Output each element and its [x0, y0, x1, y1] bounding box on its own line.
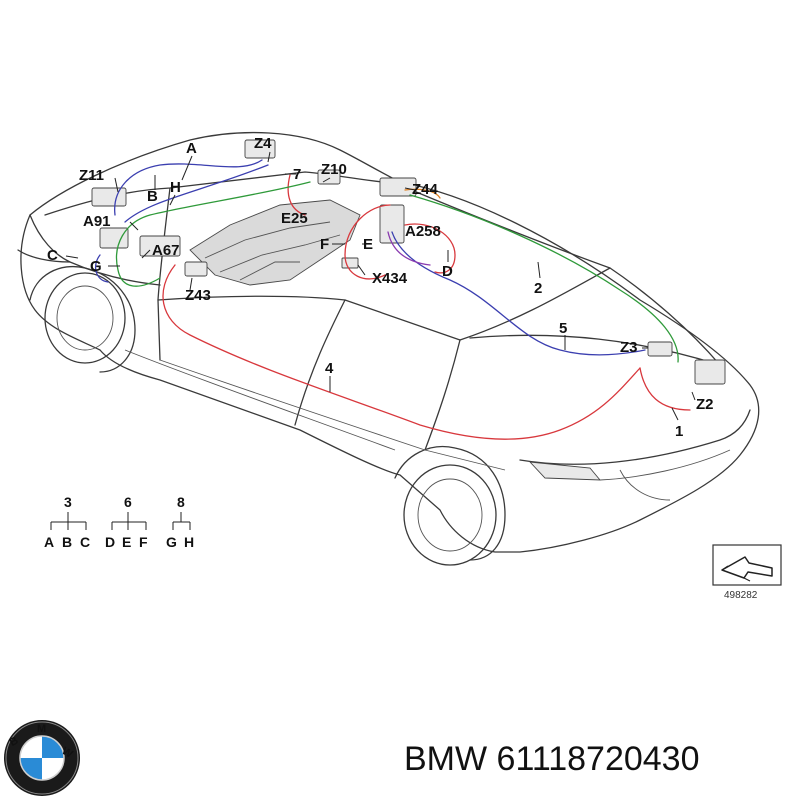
- leader-lines: [65, 151, 696, 421]
- legend-child: G: [166, 534, 177, 550]
- label-E25: E25: [281, 210, 308, 227]
- label-Z10: Z10: [321, 161, 347, 178]
- legend-child: A: [44, 534, 54, 550]
- legend-parent: 6: [124, 494, 132, 510]
- wire-blue-g: [94, 254, 109, 283]
- label-B: B: [147, 188, 158, 205]
- bmw-logo-icon: B M W: [4, 720, 80, 796]
- callout-labels: A B H Z4 7 Z10 Z11 E25 Z44 A91 A67 C G A…: [47, 135, 714, 440]
- label-7: 7: [293, 166, 301, 183]
- wire-blue-b: [124, 164, 269, 223]
- wire-green-h: [116, 181, 311, 287]
- legend-child: C: [80, 534, 90, 550]
- label-E: E: [363, 236, 373, 253]
- legend-child: E: [122, 534, 131, 550]
- label-Z2: Z2: [696, 396, 714, 413]
- wire-red-a258: [404, 223, 456, 274]
- wire-green-2: [409, 194, 679, 363]
- legend-parent: 3: [64, 494, 72, 510]
- legend-group-3: 3 A B C: [44, 494, 90, 550]
- legend-child: H: [184, 534, 194, 550]
- label-Z11: Z11: [79, 167, 104, 184]
- label-F: F: [320, 236, 329, 253]
- wire-purple-d: [387, 231, 431, 266]
- label-1: 1: [675, 423, 683, 440]
- legend-child: D: [105, 534, 115, 550]
- legend-group-6: 6 D E F: [105, 494, 148, 550]
- wire-red-e25: [287, 174, 306, 216]
- label-G: G: [90, 258, 102, 275]
- wire-red-x434: [344, 204, 391, 280]
- caption-part-number: 61118720430: [496, 740, 700, 778]
- label-Z44: Z44: [412, 181, 439, 198]
- label-2: 2: [534, 280, 542, 297]
- view-arrow-icon: [721, 556, 773, 579]
- label-A: A: [186, 140, 197, 157]
- reference-number: 498282: [724, 590, 758, 601]
- label-5: 5: [559, 320, 567, 337]
- car-outline: [17, 131, 760, 566]
- legend-parent: 8: [177, 494, 185, 510]
- legend-child: F: [139, 534, 148, 550]
- label-H: H: [170, 179, 181, 196]
- caption-brand: BMW: [404, 740, 488, 778]
- wire-blue-a: [114, 159, 263, 216]
- legend: 3 A B C 6 D E F 8 G H: [44, 494, 194, 550]
- legend-group-8: 8 G H: [166, 494, 194, 550]
- wire-harnesses: [94, 159, 691, 440]
- label-Z4: Z4: [254, 135, 272, 152]
- wire-red-rear: [639, 367, 691, 411]
- label-Z43: Z43: [185, 287, 211, 304]
- label-Z3: Z3: [620, 339, 638, 356]
- label-4: 4: [325, 360, 334, 377]
- label-D: D: [442, 263, 453, 280]
- part-caption: BMW 61118720430: [404, 740, 700, 779]
- label-A91: A91: [83, 213, 111, 230]
- wire-red-main: [162, 264, 641, 440]
- wire-blue-5: [391, 231, 646, 356]
- label-X434: X434: [372, 270, 408, 287]
- label-A67: A67: [152, 242, 180, 259]
- svg-text:M: M: [37, 723, 46, 735]
- wire-orange: [404, 188, 441, 199]
- label-C: C: [47, 247, 58, 264]
- interior-components: [91, 139, 726, 385]
- legend-child: B: [62, 534, 72, 550]
- label-A258: A258: [405, 223, 441, 240]
- reference-icon-box: 498282: [712, 544, 782, 601]
